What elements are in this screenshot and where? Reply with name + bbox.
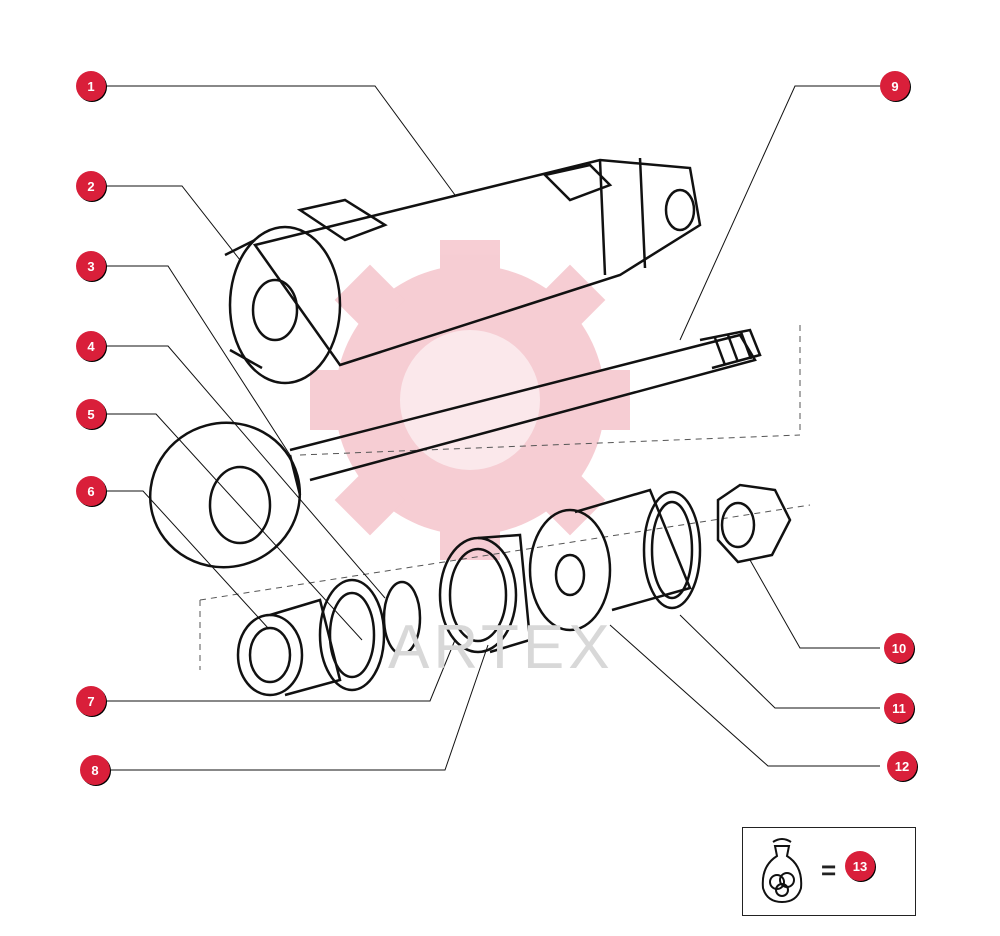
callout-6[interactable]: 6: [76, 476, 106, 506]
gland-plate: [148, 421, 302, 569]
callout-2[interactable]: 2: [76, 171, 106, 201]
seal-rings-middle: [438, 533, 532, 654]
callout-12[interactable]: 12: [887, 751, 917, 781]
callout-7[interactable]: 7: [76, 686, 106, 716]
callout-9[interactable]: 9: [880, 71, 910, 101]
callout-3[interactable]: 3: [76, 251, 106, 281]
seal-kit-legend: = 13: [742, 827, 916, 916]
callout-4[interactable]: 4: [76, 331, 106, 361]
callout-5[interactable]: 5: [76, 399, 106, 429]
callout-11[interactable]: 11: [884, 693, 914, 723]
lock-nut: [716, 483, 792, 564]
piston: [528, 488, 702, 632]
callout-13[interactable]: 13: [845, 851, 875, 881]
watermark-text: ARTEX: [388, 613, 614, 682]
callout-10[interactable]: 10: [884, 633, 914, 663]
cylinder-body: [224, 157, 702, 385]
callout-1[interactable]: 1: [76, 71, 106, 101]
seal-rings-left: [236, 578, 422, 697]
leader-lines: [106, 85, 880, 771]
seal-kit-bag-icon: [761, 838, 803, 904]
axis-guide-lines: [199, 325, 811, 670]
callout-8[interactable]: 8: [80, 755, 110, 785]
legend-equals: =: [821, 855, 837, 885]
